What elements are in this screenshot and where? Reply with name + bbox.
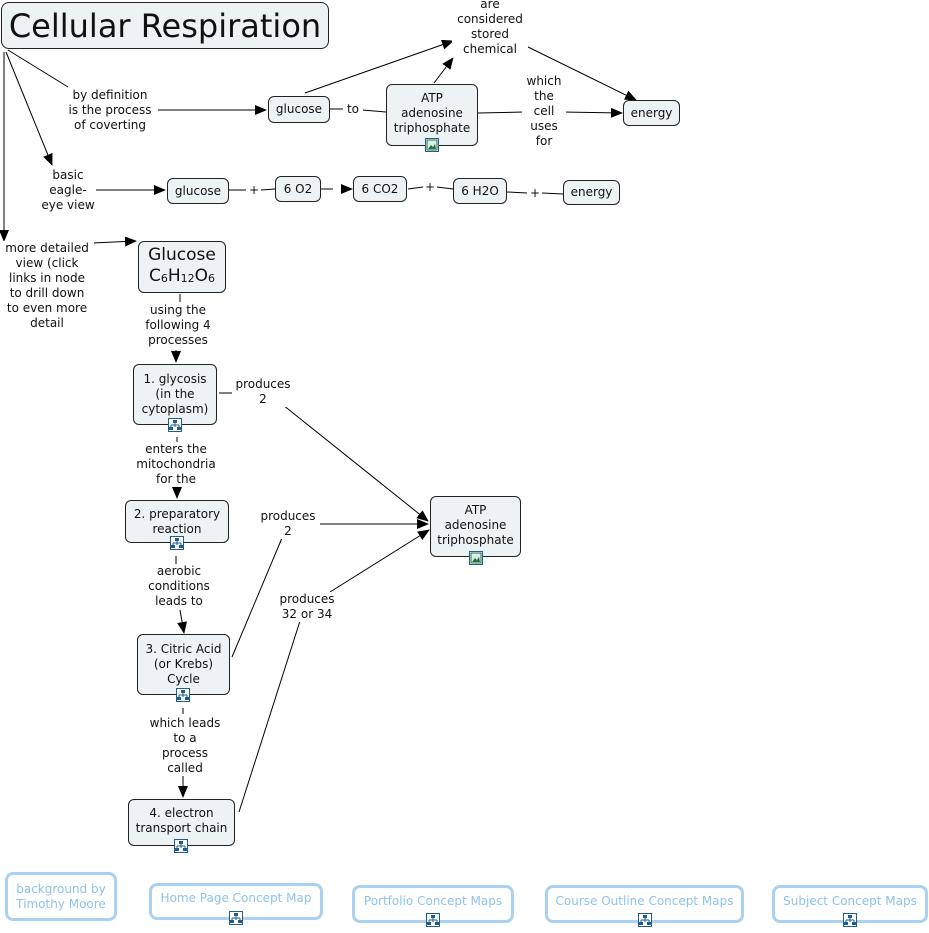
- node-preparatory[interactable]: 2. preparatory reaction: [125, 500, 229, 543]
- node-glucose-formula-text: C6H12O6: [148, 266, 216, 286]
- plus-operator: +: [528, 186, 543, 200]
- node-preparatory-label: 2. preparatory reaction: [133, 506, 221, 536]
- node-atp-top-line2: adenosine: [401, 106, 463, 120]
- node-energy-top[interactable]: energy: [623, 100, 680, 126]
- nav-portfolio-maps-label: Portfolio Concept Maps: [363, 894, 503, 908]
- concept-map-link-icon[interactable]: [174, 839, 188, 853]
- nav-background-credit-label: background by Timothy Moore: [16, 881, 106, 911]
- node-atp-top[interactable]: ATP adenosine triphosphate: [386, 84, 478, 146]
- plus-operator: +: [423, 180, 438, 194]
- link-label-aerobic: aerobic conditions leads to: [140, 564, 218, 609]
- node-glucose-formula-name: Glucose: [148, 245, 216, 265]
- link-label-by-definition: by definition is the process of covertin…: [62, 88, 158, 133]
- node-electron-transport[interactable]: 4. electron transport chain: [128, 799, 235, 846]
- node-glucose-eq-label: glucose: [174, 183, 222, 198]
- node-co2[interactable]: 6 CO2: [353, 176, 407, 202]
- node-glucose-eq[interactable]: glucose: [167, 178, 229, 204]
- plus-operator: +: [247, 183, 262, 197]
- link-label-which-leads: which leads to a process called: [143, 716, 227, 776]
- concept-map-link-icon[interactable]: [426, 913, 440, 927]
- node-energy-top-label: energy: [630, 105, 673, 120]
- node-atp-top-line3: triphosphate: [393, 121, 471, 135]
- node-glycosis[interactable]: 1. glycosis (in the cytoplasm): [133, 364, 217, 425]
- node-glucose-top-label: glucose: [275, 102, 323, 116]
- node-citric[interactable]: 3. Citric Acid (or Krebs) Cycle: [137, 634, 230, 695]
- node-co2-label: 6 CO2: [361, 181, 399, 196]
- node-citric-label: 3. Citric Acid (or Krebs) Cycle: [145, 642, 222, 686]
- nav-home-page-map-label: Home Page Concept Map: [160, 891, 312, 905]
- link-label-using-following: using the following 4 processes: [135, 303, 221, 348]
- link-label-are-considered: are considered stored chemical: [452, 0, 528, 57]
- node-glycosis-label: 1. glycosis (in the cytoplasm): [141, 372, 209, 416]
- link-label-basic: basic eagle- eye view: [40, 168, 96, 213]
- link-label-produces-2b: produces 2: [257, 509, 319, 539]
- node-energy-eq-label: energy: [570, 185, 613, 199]
- node-glucose-top[interactable]: glucose: [268, 96, 330, 123]
- link-label-more-detailed: more detailed view (click links in node …: [0, 241, 94, 331]
- link-label-produces-2a: produces 2: [233, 377, 293, 407]
- link-label-enters: enters the mitochondria for the: [131, 442, 221, 487]
- node-o2[interactable]: 6 O2: [275, 176, 321, 202]
- page-title-text: Cellular Respiration: [8, 6, 322, 45]
- concept-map-link-icon[interactable]: [176, 688, 190, 702]
- node-atp-mid-line2: adenosine: [444, 518, 507, 532]
- nav-subject-maps-label: Subject Concept Maps: [783, 894, 917, 908]
- node-atp-mid-line3: triphosphate: [437, 533, 514, 547]
- node-atp-mid[interactable]: ATP adenosine triphosphate: [430, 496, 521, 557]
- page-title: Cellular Respiration: [1, 2, 329, 49]
- concept-map-link-icon[interactable]: [229, 911, 243, 925]
- concept-map-link-icon[interactable]: [170, 536, 184, 550]
- node-atp-top-line1: ATP: [421, 91, 443, 105]
- node-atp-mid-line1: ATP: [464, 503, 487, 517]
- link-label-to: to: [343, 102, 363, 117]
- concept-map-link-icon[interactable]: [168, 418, 182, 432]
- node-h2o-label: 6 H2O: [461, 183, 499, 198]
- node-electron-transport-label: 4. electron transport chain: [135, 806, 228, 835]
- image-resource-icon[interactable]: [425, 138, 439, 152]
- concept-map-link-icon[interactable]: [843, 913, 857, 927]
- concept-map-link-icon[interactable]: [638, 913, 652, 927]
- link-label-which-cell-uses: which the cell uses for: [522, 74, 566, 149]
- link-label-produces-32: produces 32 or 34: [276, 592, 338, 622]
- nav-course-outline-maps-label: Course Outline Concept Maps: [555, 894, 734, 908]
- image-resource-icon[interactable]: [469, 551, 483, 565]
- node-energy-eq[interactable]: energy: [563, 180, 620, 205]
- node-h2o[interactable]: 6 H2O: [453, 178, 507, 204]
- node-glucose-formula[interactable]: Glucose C6H12O6: [138, 241, 226, 293]
- node-o2-label: 6 O2: [283, 181, 313, 196]
- nav-background-credit[interactable]: background by Timothy Moore: [5, 872, 117, 921]
